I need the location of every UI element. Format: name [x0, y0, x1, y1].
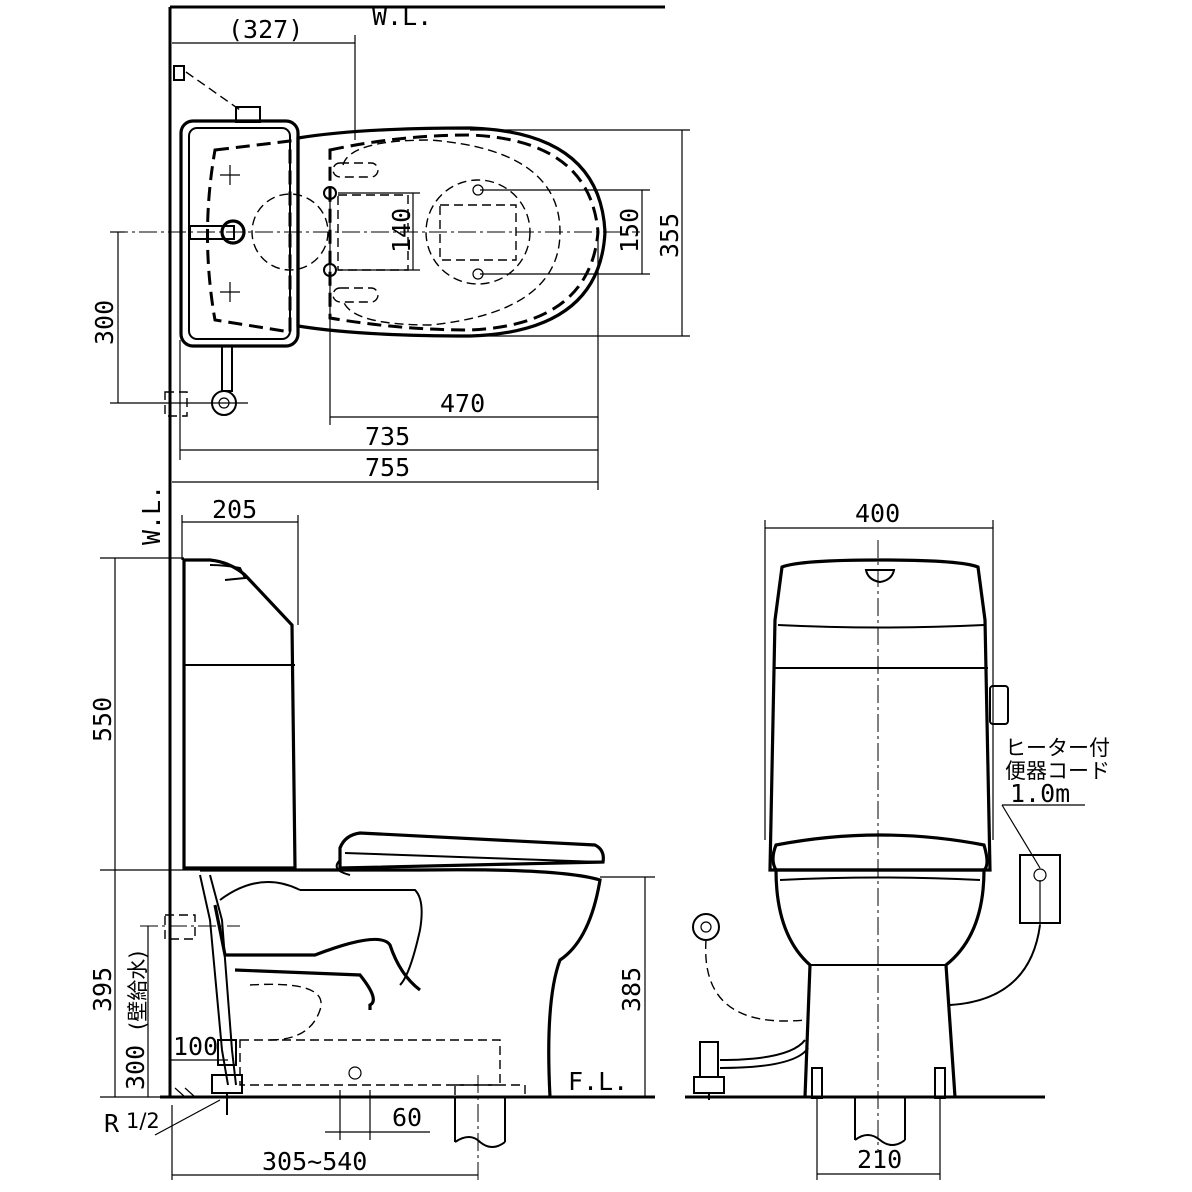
dim-300-side: 300 — [121, 1045, 150, 1090]
dim-100: 100 — [173, 1032, 218, 1061]
dim-60: 60 — [392, 1103, 422, 1132]
pipe-thread-fraction: 1/2 — [126, 1109, 160, 1133]
side-seat-lid — [338, 831, 605, 870]
front-dimensions: 400 210 ヒーター付 便器コード 1.0m — [764, 499, 1110, 1180]
dim-205: 205 — [212, 495, 257, 524]
heater-note-line3: 1.0m — [1010, 779, 1070, 808]
dim-400: 400 — [855, 499, 900, 528]
dim-735: 735 — [365, 422, 410, 451]
dim-150: 150 — [615, 208, 644, 253]
front-seat-lid — [771, 833, 989, 872]
dim-300-plan: 300 — [90, 300, 119, 345]
floor-line-label: F.L. — [568, 1067, 628, 1096]
heater-note-line1: ヒーター付 — [1005, 736, 1110, 760]
front-bowl-outline — [774, 869, 812, 1098]
dim-305-540: 305~540 — [262, 1147, 367, 1176]
dim-140: 140 — [387, 208, 416, 253]
front-view — [692, 540, 1085, 1150]
wall-line-label-side: W.L. — [137, 485, 166, 545]
pipe-thread-label: R — [104, 1109, 120, 1138]
wall-lines — [160, 5, 1045, 1099]
wall-line-label-top: W.L. — [372, 2, 432, 31]
dim-327: (327) — [228, 15, 303, 44]
wall-supply-label: (壁給水) — [126, 951, 150, 1030]
front-tank-outline — [768, 558, 992, 872]
plan-tank-outline — [179, 119, 300, 348]
heater-note-line2: 便器コード — [1005, 759, 1110, 783]
plan-view — [110, 65, 640, 417]
dim-395: 395 — [88, 967, 117, 1012]
side-view — [140, 558, 605, 1182]
dim-385: 385 — [617, 967, 646, 1012]
plan-dimensions: (327) W.L. 140 150 355 300 470 735 755 — [90, 2, 690, 490]
dim-355: 355 — [655, 213, 684, 258]
dim-470: 470 — [440, 389, 485, 418]
side-bowl-outline — [200, 868, 602, 1098]
dim-210: 210 — [857, 1145, 902, 1174]
dim-755: 755 — [365, 453, 410, 482]
side-dimensions: W.L. 205 550 395 300 (壁給水) 100 R 1/2 385… — [88, 485, 655, 1180]
side-tank-outline — [182, 558, 297, 870]
dim-550: 550 — [88, 697, 117, 742]
